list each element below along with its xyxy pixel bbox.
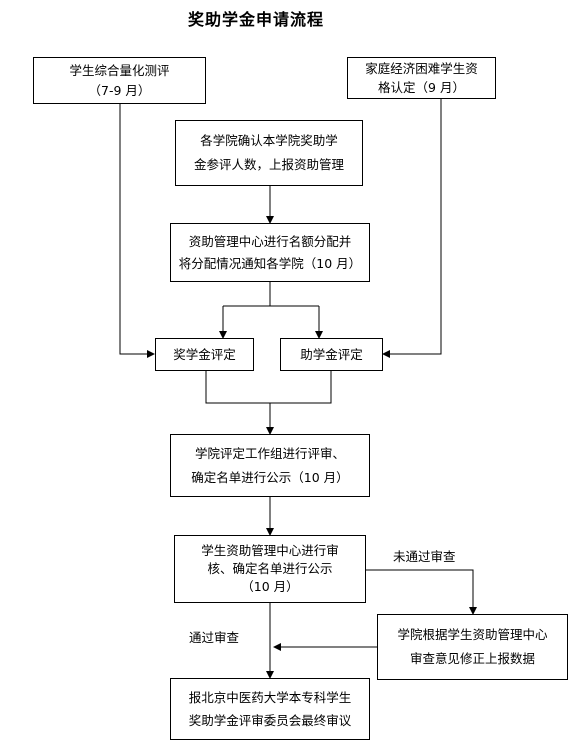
node-final-review-line2: 奖助学金评审委员会最终审议 xyxy=(188,713,352,728)
node-college-revise-line2: 审查意见修正上报数据 xyxy=(409,651,535,666)
node-college-confirm: 各学院确认本学院奖助学 金参评人数，上报资助管理 xyxy=(175,120,363,186)
node-college-review-line1: 学院评定工作组进行评审、 xyxy=(194,445,345,461)
node-center-audit: 学生资助管理中心进行审 核、确定名单进行公示 （10 月） xyxy=(174,535,366,603)
node-college-revise-line1: 学院根据学生资助管理中心 xyxy=(397,627,548,643)
connector-allocate-split xyxy=(223,282,319,307)
node-final-review-line1: 报北京中医药大学本专科学生 xyxy=(188,689,352,705)
node-grant-label: 助学金评定 xyxy=(300,346,363,362)
edge-label-pass: 通过审查 xyxy=(189,630,240,645)
connector-audit-fail xyxy=(366,569,477,615)
node-hardship-line1: 家庭经济困难学生资 xyxy=(365,60,478,76)
node-quant-eval-line2: （7-9 月） xyxy=(88,82,151,98)
node-center-allocate-line2: 将分配情况通知各学院（10 月） xyxy=(178,255,362,271)
node-center-allocate: 资助管理中心进行名额分配并 将分配情况通知各学院（10 月） xyxy=(170,223,370,282)
node-quant-eval: 学生综合量化测评 （7-9 月） xyxy=(33,57,206,104)
edge-label-fail: 未通过审查 xyxy=(393,549,456,564)
node-hardship-line2: 格认定（9 月） xyxy=(378,80,465,95)
node-scholarship-label: 奖学金评定 xyxy=(173,346,236,362)
node-hardship: 家庭经济困难学生资 格认定（9 月） xyxy=(347,57,496,99)
node-college-review: 学院评定工作组进行评审、 确定名单进行公示（10 月） xyxy=(170,434,370,497)
node-center-allocate-line1: 资助管理中心进行名额分配并 xyxy=(188,234,352,250)
connector-hardship-to-grant xyxy=(382,99,442,358)
connector-quant-to-scholarship xyxy=(119,104,155,358)
node-grant: 助学金评定 xyxy=(280,338,383,371)
connector-merge xyxy=(205,371,332,404)
node-college-confirm-line1: 各学院确认本学院奖助学 xyxy=(200,133,338,149)
node-center-audit-line1: 学生资助管理中心进行审 xyxy=(201,542,339,558)
node-scholarship: 奖学金评定 xyxy=(155,338,254,371)
node-center-audit-line2: 核、确定名单进行公示 xyxy=(207,560,333,576)
node-college-confirm-line2: 金参评人数，上报资助管理 xyxy=(193,157,344,172)
node-college-review-line2: 确定名单进行公示（10 月） xyxy=(191,469,349,485)
node-quant-eval-line1: 学生综合量化测评 xyxy=(69,63,170,79)
page-title: 奖助学金申请流程 xyxy=(187,10,324,29)
node-center-audit-line3: （10 月） xyxy=(241,579,299,595)
node-college-revise: 学院根据学生资助管理中心 审查意见修正上报数据 xyxy=(377,614,568,680)
node-final-review: 报北京中医药大学本专科学生 奖助学金评审委员会最终审议 xyxy=(170,678,370,740)
